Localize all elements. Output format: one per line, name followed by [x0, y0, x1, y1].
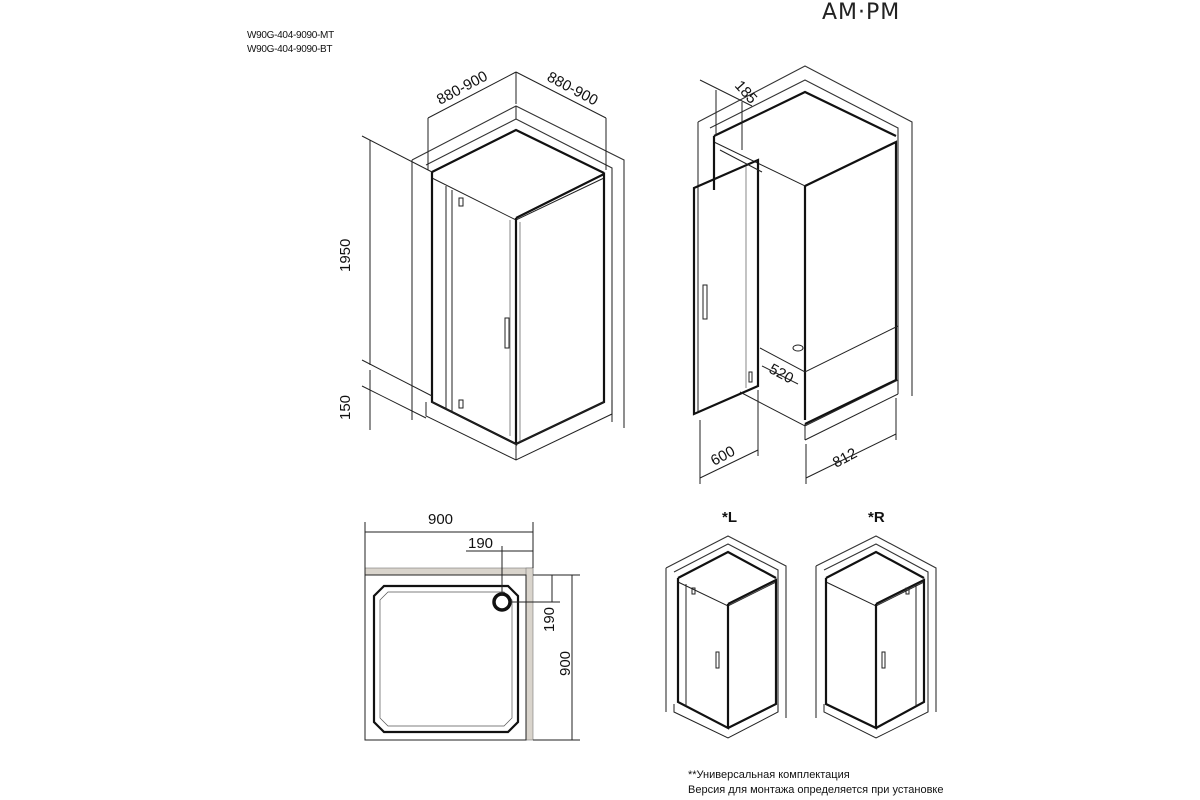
- dim-width-right: 880-900: [544, 69, 601, 110]
- dim-height: 1950: [337, 239, 354, 272]
- dim-door-width: 600: [708, 443, 738, 470]
- model-code-mt: W90G-404-9090-MT: [247, 30, 334, 41]
- model-codes: W90G-404-9090-MT W90G-404-9090-BT: [247, 29, 334, 57]
- dim-width-left: 880-900: [434, 68, 491, 109]
- model-code-bt: W90G-404-9090-BT: [247, 44, 333, 55]
- tray-plan-view: 900 190 190 900: [364, 511, 580, 741]
- footnote-line-1: **Универсальная комплектация: [688, 769, 850, 781]
- front-iso-view: 880-900 880-900 1950 150: [337, 68, 625, 461]
- variant-right-view: *R: [815, 509, 937, 739]
- variant-right-label: *R: [868, 509, 885, 526]
- variant-left-view: *L: [665, 509, 787, 739]
- dim-tray-height: 150: [337, 395, 354, 420]
- dim-tray-depth: 900: [557, 651, 574, 676]
- brand-logo: AM·PM: [822, 0, 901, 25]
- dim-drain-y: 190: [541, 607, 558, 632]
- footnote-line-2: Версия для монтажа определяется при уста…: [688, 784, 944, 796]
- dim-tray-width: 900: [428, 511, 453, 528]
- open-door-view: 185 520 600 812: [692, 65, 913, 484]
- footnote: **Универсальная комплектация Версия для …: [688, 768, 943, 798]
- dim-side-width: 812: [830, 445, 860, 472]
- variant-left-label: *L: [722, 509, 737, 526]
- dim-drain-x: 190: [468, 535, 493, 552]
